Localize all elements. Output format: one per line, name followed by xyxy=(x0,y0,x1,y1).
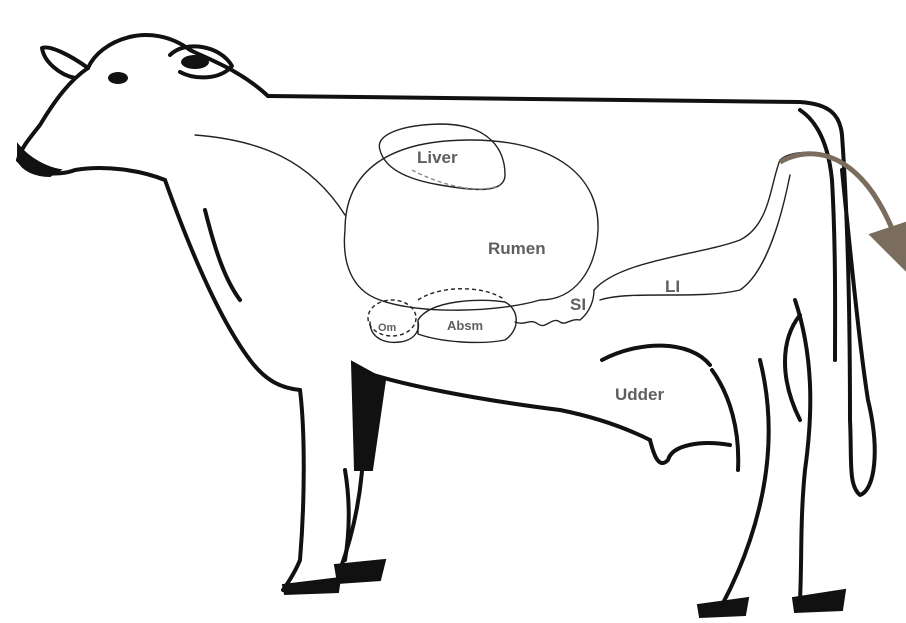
hooves xyxy=(18,55,845,617)
label-large-intestine: LI xyxy=(665,277,680,296)
label-small-intestine: SI xyxy=(570,295,586,314)
inner-ear-icon xyxy=(181,55,209,69)
label-rumen: Rumen xyxy=(488,239,546,258)
large-intestine-outline xyxy=(594,153,840,291)
rumen-outline xyxy=(344,140,598,310)
flow-arrow xyxy=(780,154,900,250)
label-omasum: Om xyxy=(378,322,397,334)
label-udder: Udder xyxy=(615,385,665,404)
eye-icon xyxy=(108,72,128,84)
internal-organs xyxy=(195,124,840,342)
label-abomasum: Absm xyxy=(447,318,483,333)
label-liver: Liver xyxy=(417,148,458,167)
